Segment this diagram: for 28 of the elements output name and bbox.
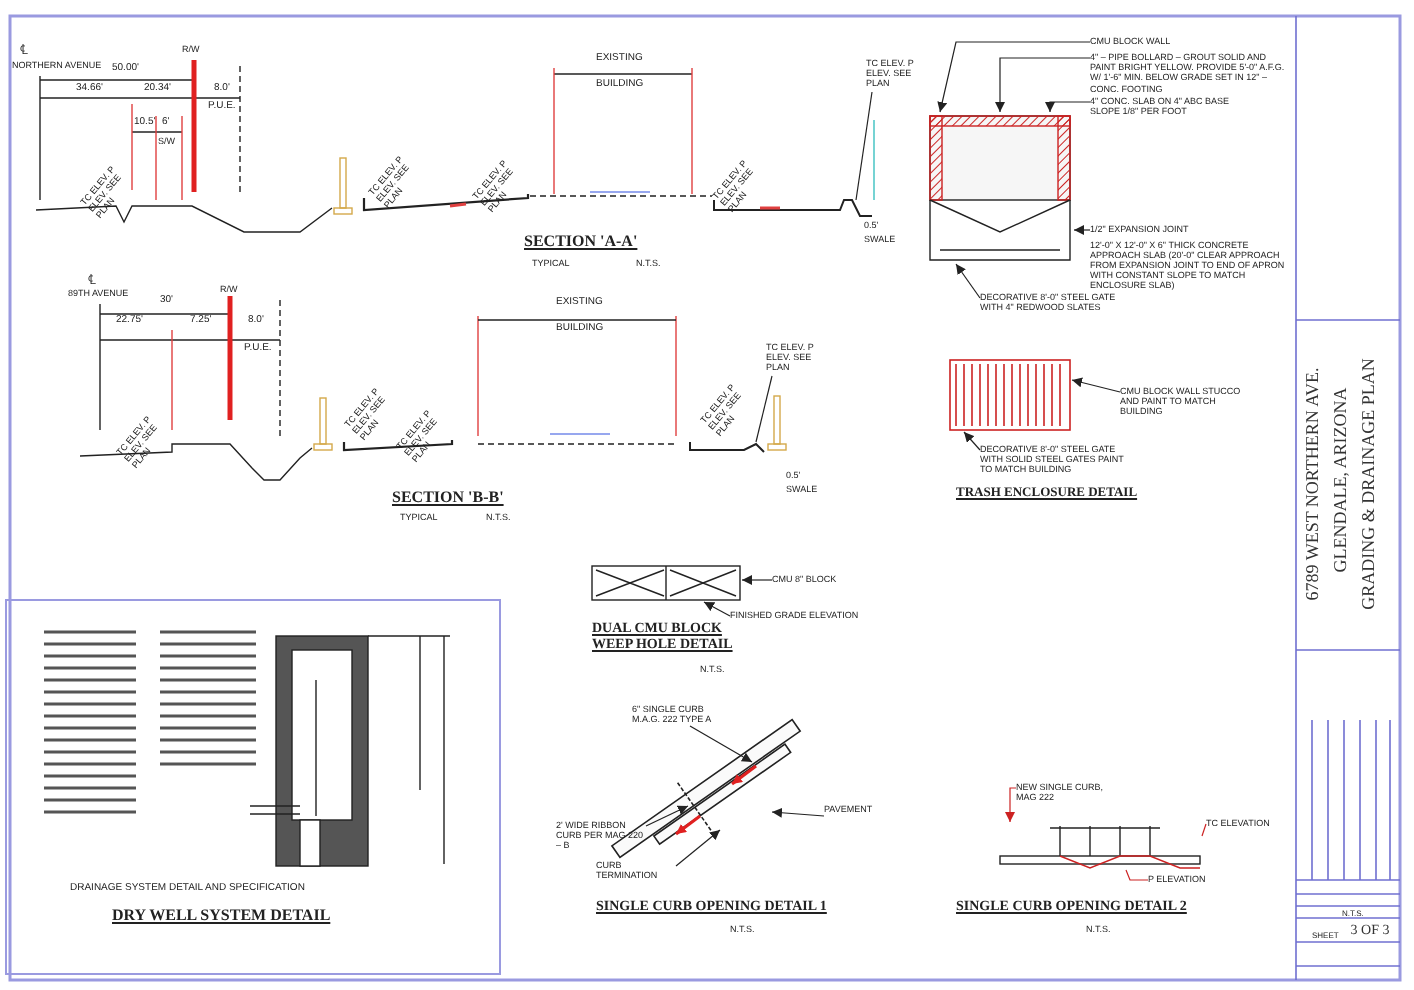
leader-line <box>855 91 873 201</box>
section-title: SECTION 'A-A' <box>524 234 640 252</box>
leader-line <box>755 375 773 443</box>
leader-line <box>1073 225 1091 235</box>
leader-line <box>1201 823 1207 837</box>
leader-line <box>1005 787 1017 823</box>
curb-profile-drawing <box>998 822 1202 870</box>
leader-line <box>645 805 689 827</box>
detail-title: DRY WELL SYSTEM DETAIL <box>112 908 333 926</box>
leader-line <box>1045 101 1091 113</box>
project-address: 6789 WEST NORTHERN AVE. <box>1304 365 1324 605</box>
leader-line <box>1071 377 1121 393</box>
leader-line <box>955 263 981 299</box>
leader-line <box>771 807 825 818</box>
leader-line <box>675 829 721 867</box>
trash-enclosure-gate-drawing <box>948 358 1072 432</box>
leader-line <box>703 601 731 617</box>
leader-line <box>689 725 753 763</box>
leader-line <box>995 57 1091 113</box>
weep-hole-drawing <box>590 564 742 602</box>
leader-line <box>963 431 981 451</box>
leader-line <box>1125 869 1149 881</box>
leader-line <box>937 41 1091 113</box>
leader-line <box>741 575 773 585</box>
trash-enclosure-plan-drawing <box>926 112 1074 264</box>
sheet-title: GRADING & DRAINAGE PLAN <box>1360 356 1380 614</box>
project-city: GLENDALE, ARIZONA <box>1332 385 1352 577</box>
section-title: SECTION 'B-B' <box>392 490 506 508</box>
